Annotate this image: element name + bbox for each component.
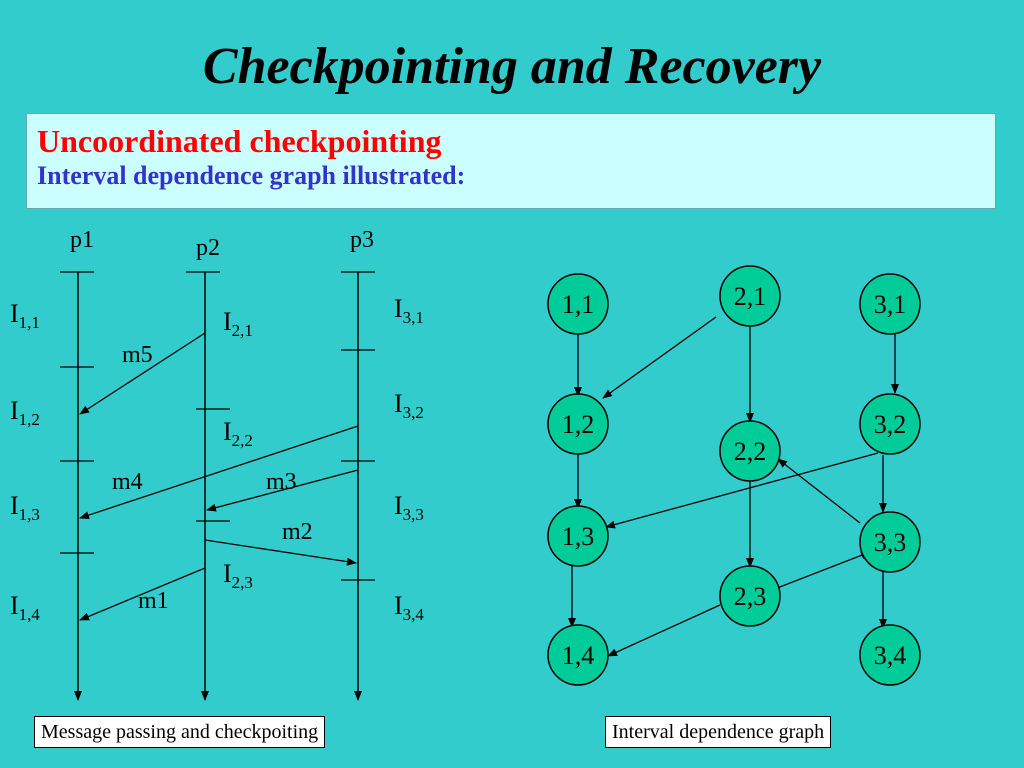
interval-label: I1,3 bbox=[10, 491, 40, 524]
interval-label: I3,3 bbox=[394, 491, 424, 524]
message-label-m5: m5 bbox=[122, 342, 153, 368]
graph-node-3-2: 3,2 bbox=[859, 393, 921, 455]
svg-text:1,1: 1,1 bbox=[562, 290, 595, 319]
graph-node-3-3: 3,3 bbox=[859, 511, 921, 573]
message-label-m1: m1 bbox=[138, 588, 169, 614]
graph-node-1-3: 1,3 bbox=[547, 505, 609, 567]
interval-label: I1,1 bbox=[10, 299, 40, 332]
caption-dependence-graph: Interval dependence graph bbox=[605, 716, 832, 748]
process-label-p3: p3 bbox=[350, 227, 374, 253]
interval-label: I1,4 bbox=[10, 591, 40, 624]
svg-text:3,4: 3,4 bbox=[874, 641, 907, 670]
message-m4-arrow bbox=[79, 425, 359, 519]
svg-text:2,2: 2,2 bbox=[734, 437, 767, 466]
message-m1-arrow bbox=[79, 567, 206, 621]
message-label-m2: m2 bbox=[282, 519, 313, 545]
graph-node-2-3: 2,3 bbox=[719, 565, 781, 627]
graph-node-3-1: 3,1 bbox=[859, 273, 921, 335]
interval-label: I2,2 bbox=[223, 417, 253, 450]
message-m5-arrow bbox=[79, 332, 206, 415]
interval-label: I2,1 bbox=[223, 307, 253, 340]
graph-node-1-2: 1,2 bbox=[547, 393, 609, 455]
subtitle-red: Uncoordinated checkpointing bbox=[37, 123, 442, 159]
interval-label: I3,2 bbox=[394, 389, 424, 422]
svg-text:1,4: 1,4 bbox=[562, 641, 595, 670]
svg-text:3,1: 3,1 bbox=[874, 290, 907, 319]
process-label-p1: p1 bbox=[70, 227, 94, 253]
message-m3-arrow bbox=[206, 469, 359, 512]
subtitle-box: Uncoordinated checkpointing Interval dep… bbox=[26, 113, 996, 209]
graph-node-3-4: 3,4 bbox=[859, 624, 921, 686]
graph-node-1-1: 1,1 bbox=[547, 273, 609, 335]
svg-text:2,1: 2,1 bbox=[734, 282, 767, 311]
interval-label: I1,2 bbox=[10, 396, 40, 429]
interval-label: I2,3 bbox=[223, 559, 253, 592]
svg-text:2,3: 2,3 bbox=[734, 582, 767, 611]
graph-edge bbox=[607, 604, 721, 657]
page-title: Checkpointing and Recovery bbox=[202, 38, 822, 95]
svg-text:1,3: 1,3 bbox=[562, 522, 595, 551]
message-m2-arrow bbox=[204, 539, 357, 566]
caption-message-passing: Message passing and checkpoiting bbox=[34, 716, 326, 748]
subtitle-blue: Interval dependence graph illustrated: bbox=[37, 161, 466, 191]
graph-edge bbox=[602, 316, 717, 399]
graph-node-2-2: 2,2 bbox=[719, 420, 781, 482]
svg-text:3,2: 3,2 bbox=[874, 410, 907, 439]
dependence-graph: 1,1 1,2 1,3 1,4 2,1 2,2 2,3 3,1 bbox=[547, 265, 921, 686]
message-label-m3: m3 bbox=[266, 469, 297, 495]
graph-edge bbox=[777, 458, 861, 524]
graph-node-2-1: 2,1 bbox=[719, 265, 781, 327]
interval-label: I3,1 bbox=[394, 294, 424, 327]
graph-edge bbox=[605, 452, 879, 529]
svg-text:1,2: 1,2 bbox=[562, 410, 595, 439]
process-label-p2: p2 bbox=[196, 235, 220, 261]
graph-edge bbox=[771, 551, 871, 591]
message-label-m4: m4 bbox=[112, 469, 143, 495]
svg-text:3,3: 3,3 bbox=[874, 528, 907, 557]
interval-label: I3,4 bbox=[394, 591, 424, 624]
graph-node-1-4: 1,4 bbox=[547, 624, 609, 686]
timeline-diagram: p1 p2 p3 I1,1 I1,2 I1,3 I1,4 I2,1 I2,2 I… bbox=[10, 227, 424, 701]
